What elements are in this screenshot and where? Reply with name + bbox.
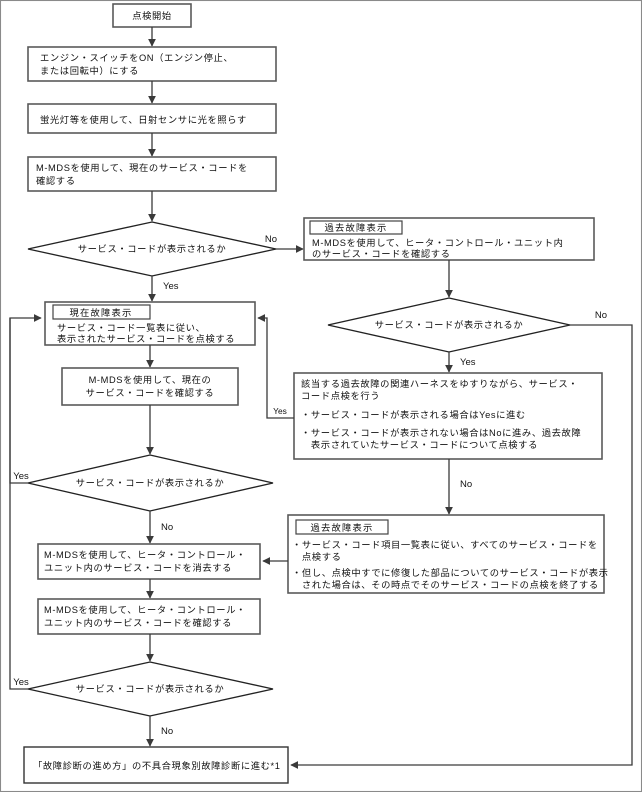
node-end-label: 「故障診断の進め方」の不具合現象別故障診断に進む*1	[33, 760, 281, 771]
node-harness-shake-bullet2b: 表示されていたサービス・コードについて点検する	[301, 439, 538, 450]
node-current-fault-line1: サービス・コード一覧表に従い、	[57, 322, 205, 333]
node-confirm-current-code-line1: M-MDSを使用して、現在の	[89, 374, 212, 385]
edge-d4-yes-loop	[9, 318, 28, 690]
node-confirm-current-code	[61, 367, 239, 406]
node-engine-switch-line1: エンジン・スイッチをON（エンジン停止、	[40, 52, 233, 63]
node-current-fault-line2: 表示されたサービス・コードを点検する	[57, 333, 235, 344]
node-past-fault-list-bullet1b: 点検する	[292, 551, 342, 562]
node-start-label: 点検開始	[132, 10, 172, 21]
edge-label-d3-yes: Yes	[13, 471, 29, 482]
decision-4-label: サービス・コードが表示されるか	[76, 683, 224, 694]
edge-label-d2-no: No	[595, 310, 607, 321]
node-confirm-current-code-line2: サービス・コードを確認する	[86, 387, 215, 398]
node-past-fault-list-bullet1: ・サービス・コード項目一覧表に従い、すべてのサービス・コードを	[292, 539, 598, 550]
node-past-fault-check-line2: のサービス・コードを確認する	[312, 248, 451, 259]
node-engine-switch	[27, 46, 277, 82]
tag-past-fault-list-label: 過去故障表示	[311, 522, 374, 533]
tag-current-fault	[52, 304, 151, 320]
node-erase-codes-line2: ユニット内のサービス・コードを消去する	[44, 562, 232, 573]
node-engine-switch-line2: または回転中）にする	[40, 65, 139, 76]
edge-label-d4-yes: Yes	[13, 677, 29, 688]
edge-harness-yes-loop	[257, 314, 294, 419]
node-end	[23, 746, 289, 784]
node-past-fault-list-bullet2b: された場合は、その時点でそのサービス・コードの点検を終了する	[292, 579, 599, 590]
node-past-fault-check-line1: M-MDSを使用して、ヒータ・コントロール・ユニット内	[312, 237, 564, 248]
node-harness-shake-line2: コード点検を行う	[301, 390, 380, 401]
node-recheck-codes-line1: M-MDSを使用して、ヒータ・コントロール・	[44, 604, 246, 615]
edge-label-d2-yes: Yes	[460, 357, 476, 368]
node-harness-shake-bullet1: ・サービス・コードが表示される場合はYesに進む	[301, 409, 526, 420]
edge-d3-yes-loop	[9, 314, 42, 484]
node-past-fault-list-bullet2: ・但し、点検中すでに修復した部品についてのサービス・コードが表示	[292, 567, 609, 578]
edge-label-harness-no: No	[460, 479, 472, 490]
node-harness-shake-bullet2: ・サービス・コードが表示されない場合はNoに進み、過去故障	[301, 427, 581, 438]
node-check-current-code-line2: 確認する	[36, 175, 76, 186]
tag-past-fault-list	[295, 519, 389, 535]
decision-2-label: サービス・コードが表示されるか	[375, 319, 523, 330]
node-light-sensor-line1: 蛍光灯等を使用して、日射センサに光を照らす	[40, 114, 247, 125]
edge-label-d1-yes: Yes	[163, 281, 179, 292]
decision-3-label: サービス・コードが表示されるか	[76, 477, 224, 488]
edge-label-d3-no: No	[161, 522, 173, 533]
node-recheck-codes-line2: ユニット内のサービス・コードを確認する	[44, 617, 232, 628]
node-light-sensor	[27, 103, 277, 134]
tag-past-fault-check	[309, 220, 403, 235]
edge-d2-no-to-end	[290, 324, 633, 769]
tag-past-fault-check-label: 過去故障表示	[325, 222, 388, 233]
edge-label-d4-no: No	[161, 726, 173, 737]
node-erase-codes-line1: M-MDSを使用して、ヒータ・コントロール・	[44, 549, 246, 560]
edge-label-d1-no: No	[265, 234, 277, 245]
tag-current-fault-label: 現在故障表示	[70, 307, 133, 318]
node-check-current-code-line1: M-MDSを使用して、現在のサービス・コードを	[36, 162, 248, 173]
node-erase-codes	[37, 543, 261, 580]
decision-1-label: サービス・コードが表示されるか	[78, 243, 226, 254]
node-harness-shake-line1: 該当する過去故障の関連ハーネスをゆすりながら、サービス・	[301, 378, 578, 389]
node-harness-shake	[293, 372, 603, 460]
edge-label-harness-yes: Yes	[273, 406, 287, 416]
node-recheck-codes	[37, 598, 261, 635]
